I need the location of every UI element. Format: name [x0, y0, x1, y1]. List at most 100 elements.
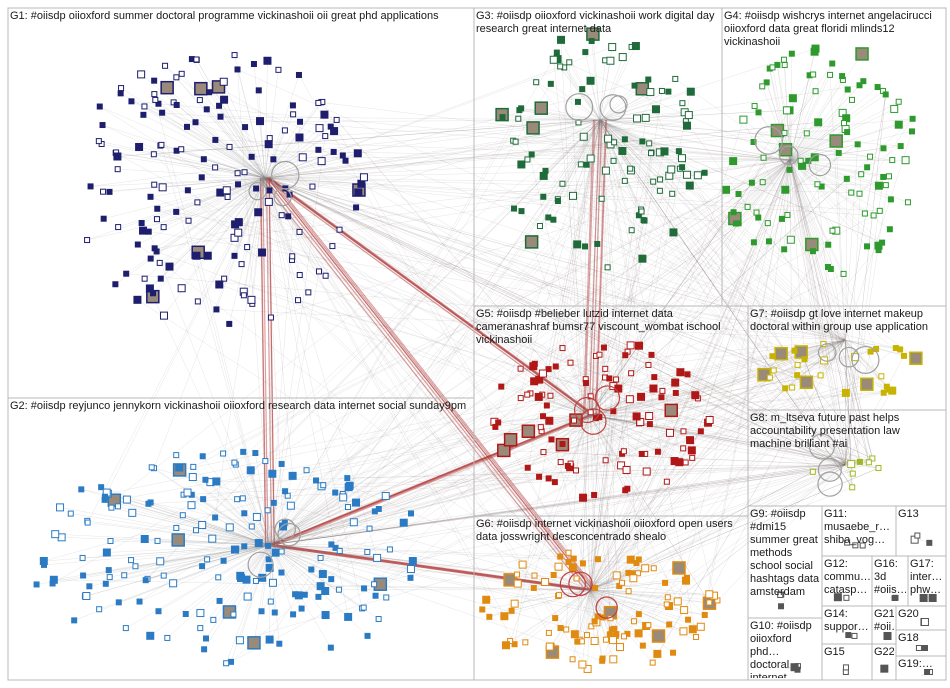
node-g6: [686, 617, 691, 622]
node-g3: [602, 167, 609, 174]
node-g1: [323, 134, 328, 139]
node-g1: [255, 209, 262, 216]
node-g1: [160, 312, 167, 319]
node-g5: [643, 468, 650, 475]
node-g19: [925, 670, 930, 675]
node-g4: [736, 192, 741, 197]
node-g5: [553, 364, 558, 369]
node-g5: [537, 474, 542, 479]
node-g3: [634, 115, 641, 122]
node-g2: [57, 504, 64, 511]
node-g4: [770, 65, 775, 70]
node-g18: [916, 646, 921, 651]
node-g3: [661, 148, 668, 155]
node-g1: [213, 137, 218, 142]
node-g3: [652, 106, 659, 113]
node-g4: [865, 165, 870, 170]
node-g6: [674, 598, 681, 605]
node-g6: [689, 626, 696, 633]
node-g1: [242, 170, 247, 175]
node-g1: [199, 175, 204, 180]
node-g2: [322, 588, 329, 595]
node-g4: [782, 62, 787, 67]
node-g3: [657, 188, 662, 193]
node-g2: [161, 573, 166, 578]
node-g1: [298, 119, 303, 124]
node-g5: [580, 494, 587, 501]
node-g2: [314, 478, 319, 483]
node-g2: [384, 595, 389, 600]
node-g1: [221, 96, 228, 103]
node-g4: [783, 107, 790, 114]
node-g2: [345, 476, 350, 481]
node-g6: [610, 656, 617, 663]
node-g2: [242, 511, 247, 516]
node-g5: [621, 449, 626, 454]
node-g5: [607, 376, 612, 381]
node-g2: [279, 461, 284, 466]
node-g2: [122, 573, 127, 578]
node-g5: [601, 345, 606, 350]
node-g7: [767, 375, 772, 380]
node-g2: [221, 451, 226, 456]
node-g4: [842, 121, 847, 126]
node-g2: [365, 549, 370, 554]
node-g13: [927, 540, 932, 545]
node-g1: [227, 321, 232, 326]
node-g1: [174, 75, 179, 80]
node-g3: [578, 162, 583, 167]
node-g1: [264, 57, 271, 64]
node-g6: [680, 628, 687, 635]
node-g7: [802, 357, 807, 362]
node-g2: [255, 540, 262, 547]
node-g6: [511, 600, 518, 607]
node-g7: [910, 352, 922, 364]
node-g5: [614, 377, 619, 382]
node-g6: [636, 557, 641, 562]
node-g3: [673, 76, 678, 81]
node-g2: [201, 497, 206, 502]
node-g2: [236, 637, 243, 644]
node-g5: [706, 416, 713, 423]
node-g7: [775, 348, 787, 360]
node-g4: [815, 182, 820, 187]
node-g1: [337, 227, 342, 232]
node-g3: [526, 236, 538, 248]
node-g4: [781, 57, 786, 62]
node-g1: [358, 180, 365, 187]
node-g1: [139, 221, 144, 226]
node-g4: [891, 105, 898, 112]
node-g4: [890, 158, 895, 163]
node-g4: [813, 89, 818, 94]
node-g6: [584, 633, 589, 638]
node-g6: [502, 642, 509, 649]
node-g6: [596, 557, 601, 562]
node-g3: [541, 194, 546, 199]
node-g3: [678, 155, 685, 162]
node-g2: [231, 612, 236, 617]
node-g2: [302, 592, 307, 597]
node-g6: [574, 576, 579, 581]
node-g1: [227, 144, 232, 149]
node-g5: [655, 449, 660, 454]
node-g1: [317, 269, 322, 274]
node-g17: [920, 595, 927, 602]
node-g5: [493, 424, 498, 429]
node-g2: [268, 599, 273, 604]
node-g2: [365, 633, 370, 638]
node-g1: [267, 188, 272, 193]
node-g2: [232, 460, 237, 465]
node-g5: [565, 463, 570, 468]
node-g2: [235, 497, 240, 502]
node-g2: [199, 522, 206, 529]
node-g1: [354, 150, 361, 157]
node-g2: [184, 489, 191, 496]
node-g1: [225, 194, 230, 199]
node-g1: [321, 111, 328, 118]
node-g3: [676, 149, 681, 154]
node-g5: [688, 447, 695, 454]
node-g4: [910, 116, 915, 121]
node-g3: [686, 182, 693, 189]
node-g1: [186, 218, 191, 223]
node-g1: [158, 276, 163, 281]
